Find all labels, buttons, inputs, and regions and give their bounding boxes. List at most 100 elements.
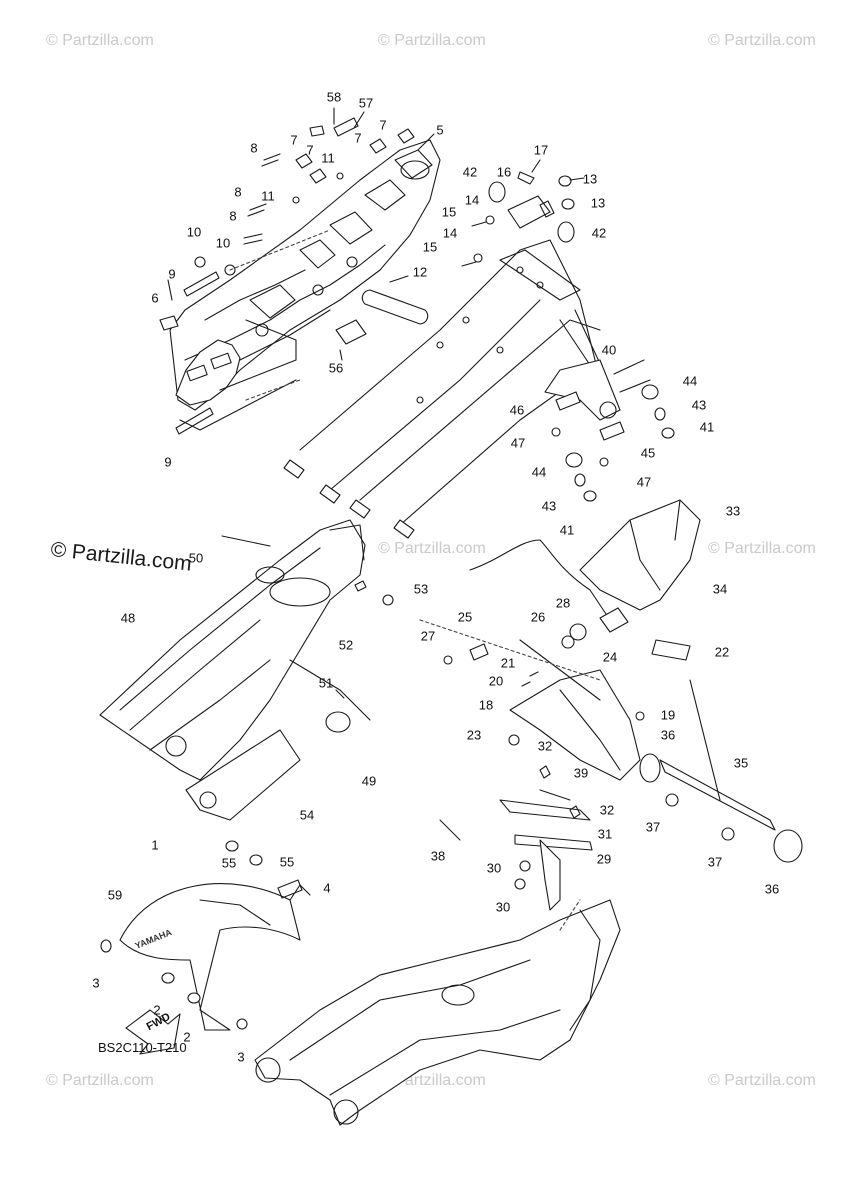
callout-label: 13: [582, 171, 598, 187]
callout-label: 44: [531, 464, 547, 480]
tail-light-bracket: [439, 499, 803, 911]
callout-label: 30: [495, 899, 511, 915]
callout-label: 17: [533, 142, 549, 158]
callout-label: 43: [541, 498, 557, 514]
callout-label: 7: [290, 132, 298, 148]
callout-label: 36: [660, 727, 676, 743]
callout-label: 21: [500, 655, 516, 671]
callout-label: 58: [326, 89, 342, 105]
watermark: © Partzilla.com: [708, 540, 816, 557]
callout-label: 54: [299, 807, 315, 823]
callout-label: 59: [107, 887, 123, 903]
callout-label: 36: [764, 881, 780, 897]
callout-label: 51: [318, 675, 334, 691]
callout-label: 45: [640, 445, 656, 461]
callout-label: 8: [250, 140, 258, 156]
callout-label: 12: [412, 264, 428, 280]
callout-label: 57: [358, 95, 374, 111]
callout-label: 19: [660, 707, 676, 723]
callout-label: 56: [328, 360, 344, 376]
callout-label: 1: [151, 837, 159, 853]
callout-label: 42: [591, 225, 607, 241]
callout-label: 15: [441, 204, 457, 220]
callout-label: 3: [92, 975, 100, 991]
callout-label: 14: [442, 225, 458, 241]
callout-label: 23: [466, 727, 482, 743]
callout-label: 55: [279, 854, 295, 870]
callout-label: 3: [237, 1049, 245, 1065]
callout-label: 18: [478, 697, 494, 713]
callout-label: 9: [164, 454, 172, 470]
watermark: © Partzilla.com: [46, 1072, 154, 1089]
callout-label: 20: [488, 673, 504, 689]
callout-label: 28: [555, 595, 571, 611]
reference-lines: [229, 229, 601, 931]
callout-label: 26: [530, 609, 546, 625]
callout-label: 7: [379, 117, 387, 133]
callout-label: 27: [420, 628, 436, 644]
callout-label: 41: [559, 522, 575, 538]
callout-label: 38: [430, 848, 446, 864]
callout-label: 13: [590, 195, 606, 211]
callout-label: 47: [636, 474, 652, 490]
callout-label: 11: [261, 188, 275, 204]
callout-label: 30: [486, 860, 502, 876]
callout-label: 41: [699, 419, 715, 435]
callout-label: 52: [338, 637, 354, 653]
callout-label: 8: [234, 184, 242, 200]
callout-label: 50: [188, 550, 204, 566]
callout-label: 44: [682, 373, 698, 389]
callout-label: 34: [712, 581, 728, 597]
callout-label: 55: [221, 855, 237, 871]
callout-label: 2: [183, 1029, 191, 1045]
callout-label: 42: [462, 164, 478, 180]
diagram-code: BS2C110-T210: [98, 1040, 187, 1055]
callout-label: 31: [597, 826, 613, 842]
callout-label: 37: [645, 819, 661, 835]
callout-label: 5: [436, 122, 444, 138]
callout-label: 25: [457, 609, 473, 625]
callout-label: 32: [599, 802, 615, 818]
watermark: © Partzilla.com: [378, 32, 486, 49]
callout-label: 7: [306, 142, 314, 158]
callout-label: 10: [186, 224, 202, 240]
callout-label: 46: [509, 402, 525, 418]
callout-label: 6: [151, 290, 159, 306]
callout-label: 22: [714, 644, 730, 660]
callout-label: 4: [323, 880, 331, 896]
grab-bracket-parts: [544, 359, 675, 502]
callout-label: 53: [413, 581, 429, 597]
callout-label: 8: [229, 208, 237, 224]
swingarm: [254, 899, 621, 1126]
callout-label: 39: [573, 765, 589, 781]
callout-label: 33: [725, 503, 741, 519]
front-fender: [100, 879, 311, 1055]
callout-label: 37: [707, 854, 723, 870]
seat-rail-assembly: [159, 107, 441, 435]
callout-label: 10: [215, 235, 231, 251]
callout-label: 11: [321, 150, 335, 166]
callout-label: 47: [510, 435, 526, 451]
watermark: © Partzilla.com: [378, 540, 486, 557]
watermark: © Partzilla.com: [708, 32, 816, 49]
callout-label: 48: [120, 610, 136, 626]
callout-label: 43: [691, 397, 707, 413]
callout-label: 49: [361, 773, 377, 789]
callout-label: 14: [464, 192, 480, 208]
callout-label: 29: [596, 851, 612, 867]
callout-label: 16: [496, 164, 512, 180]
callout-label: 9: [168, 266, 176, 282]
rear-fender: [99, 519, 394, 866]
watermark: © Partzilla.com: [708, 1072, 816, 1089]
callout-label: 2: [153, 1002, 161, 1018]
callout-label: 7: [354, 130, 362, 146]
callout-label: 40: [601, 342, 617, 358]
callout-label: 32: [537, 738, 553, 754]
watermark: © Partzilla.com: [46, 32, 154, 49]
upper-bracket-parts: [461, 159, 585, 267]
callout-label: 35: [733, 755, 749, 771]
callout-label: 15: [422, 239, 438, 255]
callout-label: 24: [602, 649, 618, 665]
